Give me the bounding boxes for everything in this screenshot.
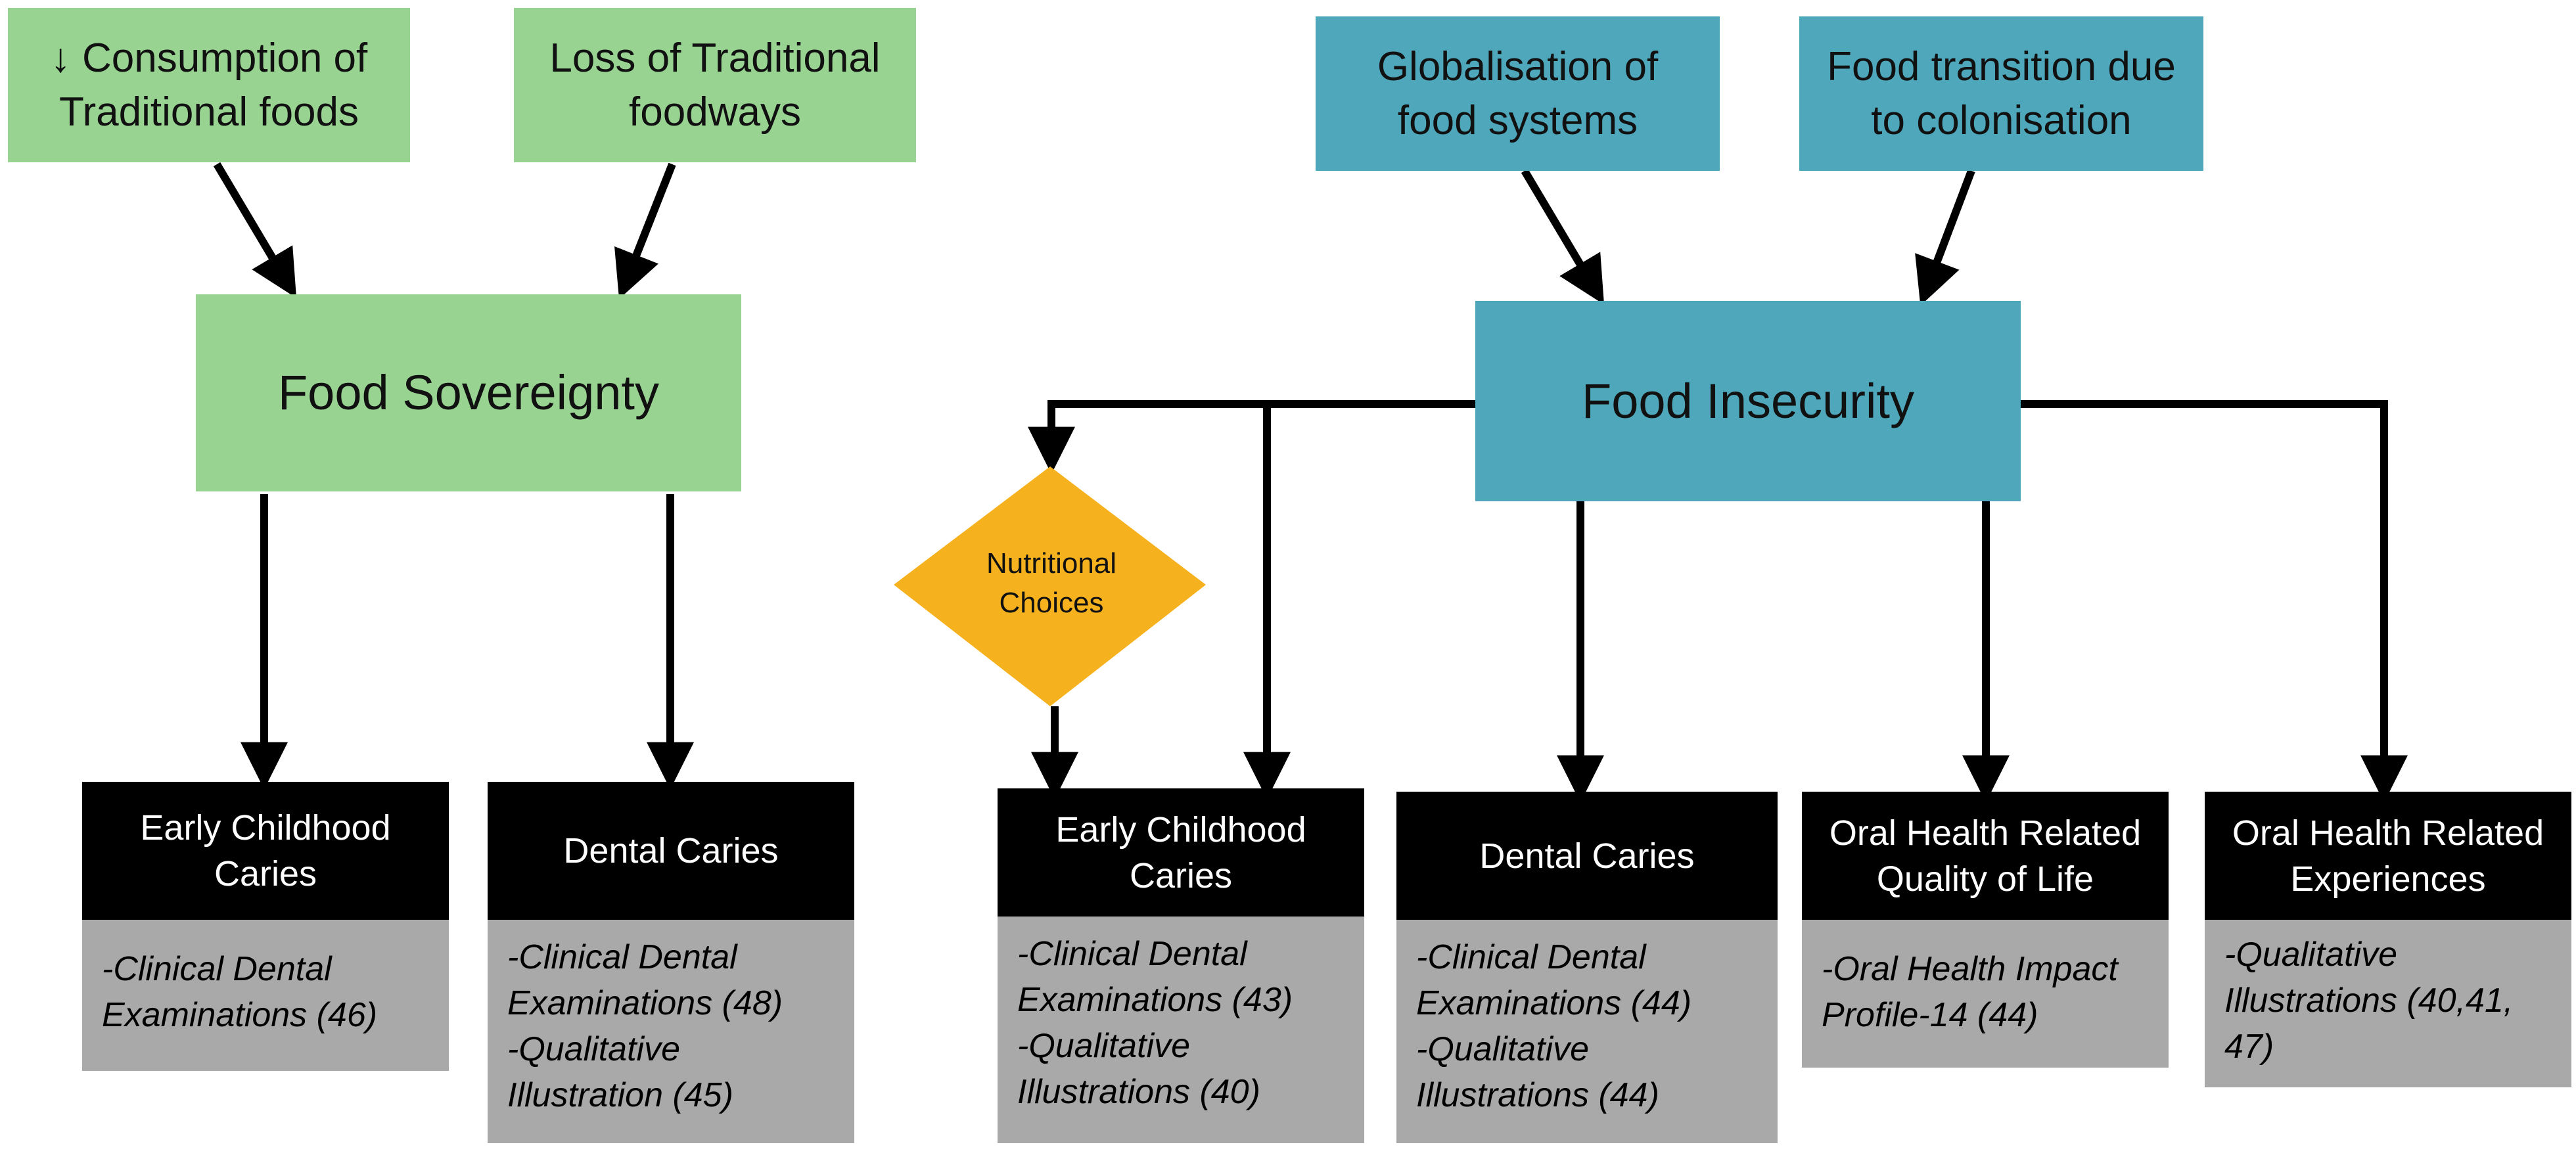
loss-traditional-foodways-label: Loss of Traditional foodways <box>549 35 881 135</box>
loss-traditional-foodways-box: Loss of Traditional foodways <box>514 8 916 162</box>
right-experiences-header: Oral Health Related Experiences <box>2205 792 2571 920</box>
right-ohrqol-source: -Oral Health Impact Profile-14 (44) <box>1822 950 2118 1034</box>
arrow-foodways-to-sovereignty <box>614 162 676 300</box>
arrow-insecurity-to-diamond <box>1028 400 1475 474</box>
food-transition-colonisation-label: Food transition due to colonisation <box>1827 43 2176 143</box>
arrow-globalisation-to-insecurity <box>1521 168 1605 305</box>
right-ohrqol-header: Oral Health Related Quality of Life <box>1802 792 2169 920</box>
food-sovereignty-label: Food Sovereignty <box>277 365 659 420</box>
right-experiences-source: -Qualitative Illustrations (40,41, 47) <box>2224 936 2514 1066</box>
arrow-colonisation-to-insecurity <box>1915 169 1975 306</box>
right-ecc-source: -Clinical Dental Examinations (43) -Qual… <box>1017 935 1293 1111</box>
food-sovereignty-box: Food Sovereignty <box>196 294 741 491</box>
right-ecc-title: Early Childhood Caries <box>1055 809 1306 895</box>
globalisation-food-systems-label: Globalisation of food systems <box>1377 43 1659 143</box>
left-caries-header: Dental Caries <box>488 782 854 920</box>
left-ecc-source: -Clinical Dental Examinations (46) <box>102 950 378 1034</box>
consumption-traditional-foods-label: ↓ Consumption of Traditional foods <box>50 35 368 135</box>
food-transition-colonisation-box: Food transition due to colonisation <box>1799 16 2203 171</box>
right-ohrqol-title: Oral Health Related Quality of Life <box>1829 813 2142 899</box>
left-caries-title: Dental Caries <box>563 831 779 871</box>
left-caries-source: -Clinical Dental Examinations (48) -Qual… <box>507 938 783 1114</box>
arrow-insecurity-to-experiences <box>2021 400 2408 803</box>
arrow-consumption-to-sovereignty <box>213 162 297 298</box>
globalisation-food-systems-box: Globalisation of food systems <box>1316 16 1720 171</box>
left-caries-source-box: -Clinical Dental Examinations (48) -Qual… <box>488 920 854 1143</box>
right-ecc-header: Early Childhood Caries <box>998 788 1364 917</box>
right-caries-source-box: -Clinical Dental Examinations (44) -Qual… <box>1396 920 1778 1143</box>
left-ecc-source-box: -Clinical Dental Examinations (46) <box>82 920 449 1071</box>
right-ecc-source-box: -Clinical Dental Examinations (43) -Qual… <box>998 917 1364 1143</box>
left-ecc-title: Early Childhood Caries <box>140 808 391 894</box>
left-ecc-header: Early Childhood Caries <box>82 782 449 920</box>
food-insecurity-box: Food Insecurity <box>1475 301 2021 501</box>
food-insecurity-label: Food Insecurity <box>1582 373 1914 428</box>
right-caries-title: Dental Caries <box>1479 836 1695 876</box>
right-caries-header: Dental Caries <box>1396 792 1778 920</box>
right-caries-source: -Clinical Dental Examinations (44) -Qual… <box>1416 938 1692 1114</box>
nutritional-choices-label: Nutritional Choices <box>986 547 1117 619</box>
consumption-traditional-foods-box: ↓ Consumption of Traditional foods <box>8 8 410 162</box>
nutritional-choices-diamond <box>894 466 1206 706</box>
right-experiences-title: Oral Health Related Experiences <box>2232 813 2544 899</box>
right-ohrqol-source-box: -Oral Health Impact Profile-14 (44) <box>1802 920 2169 1068</box>
right-experiences-source-box: -Qualitative Illustrations (40,41, 47) <box>2205 920 2571 1087</box>
